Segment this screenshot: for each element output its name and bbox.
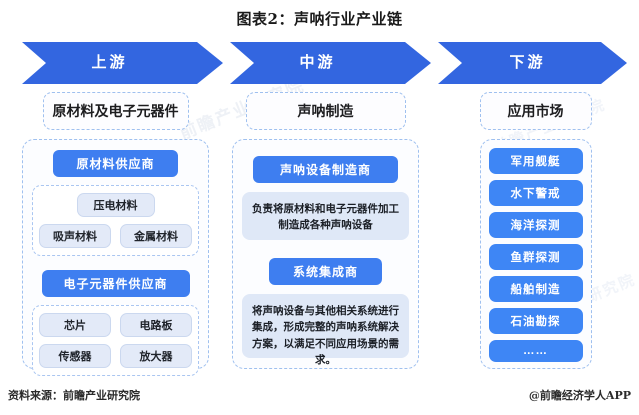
application-item-more[interactable]: …… xyxy=(488,340,583,362)
column-body-midstream: 声呐设备制造商 负责将原材料和电子元器件加工制造成各种声呐设备 系统集成商 将声… xyxy=(232,139,419,369)
application-item-oil-exploration[interactable]: 石油勘探 xyxy=(488,308,583,334)
band-label-downstream: 下游 xyxy=(509,54,546,71)
value-chain-arrow-band xyxy=(22,42,627,84)
application-item-military-vessel[interactable]: 军用舰艇 xyxy=(488,148,583,174)
column-downstream: 应用市场 军用舰艇 水下警戒 海洋探测 鱼群探测 船舶制造 石油勘探 …… xyxy=(442,92,629,369)
group-pill-system-integrator: 系统集成商 xyxy=(269,258,382,285)
application-item-underwater-alert[interactable]: 水下警戒 xyxy=(488,180,583,206)
application-item-fish-finding[interactable]: 鱼群探测 xyxy=(488,244,583,270)
subgroup-raw-material-items: 压电材料 吸声材料 金属材料 xyxy=(32,185,199,256)
note-sonar-equipment-manufacturer: 负责将原材料和电子元器件加工制造成各种声呐设备 xyxy=(242,192,409,240)
application-item-ocean-survey[interactable]: 海洋探测 xyxy=(488,212,583,238)
chip-row: 吸声材料 金属材料 xyxy=(39,224,192,248)
source-note: 资料来源：前瞻产业研究院 xyxy=(8,389,140,402)
chip-row: 芯片 电路板 xyxy=(39,313,192,337)
note-system-integrator: 将声呐设备与其他相关系统进行集成，形成完整的声呐系统解决方案，以满足不同应用场景… xyxy=(242,294,409,366)
chip-item[interactable]: 传感器 xyxy=(39,344,111,368)
column-upstream: 原材料及电子元器件 原材料供应商 压电材料 吸声材料 金属材料 电子元器件供应商… xyxy=(22,92,209,376)
chip-item[interactable]: 压电材料 xyxy=(76,193,155,217)
application-item-shipbuilding[interactable]: 船舶制造 xyxy=(488,276,583,302)
application-market-list: 军用舰艇 水下警戒 海洋探测 鱼群探测 船舶制造 石油勘探 …… xyxy=(488,148,583,362)
chip-item[interactable]: 芯片 xyxy=(39,313,111,337)
band-label-midstream: 中游 xyxy=(299,54,336,71)
chip-row: 传感器 放大器 xyxy=(39,344,192,368)
column-header-downstream: 应用市场 xyxy=(479,92,592,130)
group-pill-electronic-component-supplier: 电子元器件供应商 xyxy=(41,270,190,297)
subgroup-electronic-component-items: 芯片 电路板 传感器 放大器 xyxy=(32,305,199,376)
chip-item[interactable]: 吸声材料 xyxy=(39,224,111,248)
page-title: 图表2：声呐行业产业链 xyxy=(236,10,403,28)
column-body-downstream: 军用舰艇 水下警戒 海洋探测 鱼群探测 船舶制造 石油勘探 …… xyxy=(479,139,592,369)
chip-item[interactable]: 放大器 xyxy=(120,344,192,368)
column-header-midstream: 声呐制造 xyxy=(245,92,406,130)
group-pill-raw-material-supplier: 原材料供应商 xyxy=(53,150,178,177)
arrow-segment-midstream xyxy=(230,42,431,84)
arrow-segment-upstream xyxy=(22,42,223,84)
column-header-upstream: 原材料及电子元器件 xyxy=(42,92,189,130)
credit-note: @前瞻经济学人APP xyxy=(528,389,631,402)
arrow-segment-downstream xyxy=(438,42,627,84)
column-body-upstream: 原材料供应商 压电材料 吸声材料 金属材料 电子元器件供应商 芯片 电路板 传感… xyxy=(22,139,209,376)
chip-item[interactable]: 金属材料 xyxy=(120,224,192,248)
column-midstream: 声呐制造 声呐设备制造商 负责将原材料和电子元器件加工制造成各种声呐设备 系统集… xyxy=(232,92,419,369)
group-pill-sonar-equipment-manufacturer: 声呐设备制造商 xyxy=(253,156,398,183)
chip-row: 压电材料 xyxy=(39,193,192,217)
band-label-upstream: 上游 xyxy=(91,54,128,71)
chip-item[interactable]: 电路板 xyxy=(120,313,192,337)
